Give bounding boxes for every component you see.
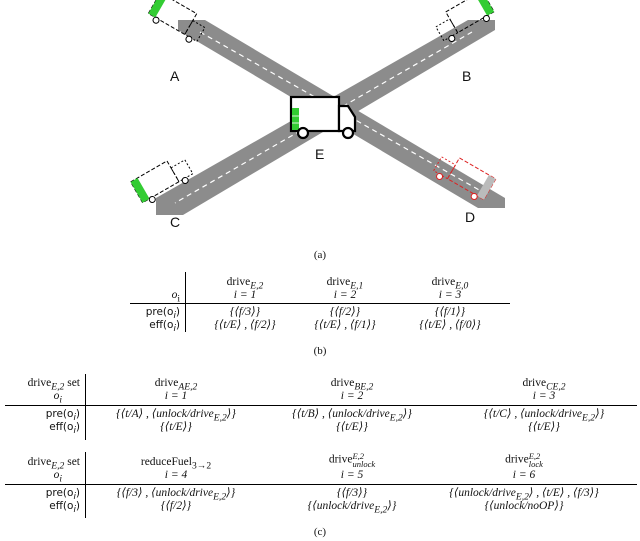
- table-c2-eff-4: {⟨f/2⟩}: [160, 500, 192, 512]
- table-c1-pre-1: {⟨t/A⟩ , ⟨unlock/driveE,2⟩}: [116, 408, 236, 424]
- truck-at-e: [289, 95, 357, 140]
- table-c2-eff-6: {⟨unlock/noOP⟩}: [484, 500, 564, 512]
- truck-ghost-a: [147, 0, 206, 43]
- table-c1-op-2: driveBE,2: [330, 377, 374, 393]
- table-c1-label-pre: pre(oi): [45, 408, 80, 424]
- table-c2-set-label: driveE,2 set: [27, 456, 80, 472]
- table-b-label-eff: eff(oi): [149, 319, 180, 335]
- table-b-op-2: driveE,1: [326, 276, 364, 292]
- table-c2-eff-5: {⟨unlock/driveE,2⟩}: [307, 500, 397, 516]
- table-c2-label-eff: eff(oi): [49, 500, 80, 516]
- table-b-index-3: i = 3: [438, 289, 462, 301]
- table-c1-op-3: driveCE,2: [522, 377, 566, 393]
- table-b-label-pre: pre(oi): [145, 306, 180, 322]
- truck-ghost-b: [435, 0, 495, 42]
- location-label-b: B: [462, 68, 472, 84]
- table-c2-pre-4: {⟨f/3⟩ , ⟨unlock/driveE,2⟩}: [116, 487, 236, 503]
- location-label-c: C: [170, 214, 181, 230]
- caption-a: (a): [313, 249, 327, 261]
- table-b-pre-2: {⟨f/2⟩}: [329, 306, 361, 318]
- table-b-op-1: driveE,2: [226, 276, 264, 292]
- table-b-eff-2: {⟨t/E⟩ , ⟨f/1⟩}: [314, 319, 376, 331]
- table-c2-op-4: reduceFuel3→2: [140, 456, 212, 472]
- table-c1-label-eff: eff(oi): [49, 421, 80, 437]
- table-c1-eff-2: {⟨t/E⟩}: [336, 421, 368, 433]
- location-label-e: E: [315, 146, 325, 162]
- table-c2-index-5: i = 5: [340, 469, 364, 481]
- table-b-header-oi: oi: [171, 289, 180, 305]
- table-c1-index-2: i = 2: [340, 390, 364, 402]
- table-c1-eff-1: {⟨t/E⟩}: [160, 421, 192, 433]
- table-c1-index-1: i = 1: [164, 390, 188, 402]
- table-c1-index-3: i = 3: [532, 390, 556, 402]
- table-c1-op-1: driveAE,2: [154, 377, 198, 393]
- truck-locked-d: [432, 156, 497, 201]
- table-c1-pre-3: {⟨t/C⟩ , ⟨unlock/driveE,2⟩}: [483, 408, 605, 424]
- table-b-pre-1: {⟨f/3⟩}: [229, 306, 261, 318]
- caption-c: (c): [313, 526, 327, 538]
- table-b-index-2: i = 2: [333, 289, 357, 301]
- caption-b: (b): [313, 345, 327, 357]
- table-c2-label-pre: pre(oi): [45, 487, 80, 503]
- table-c1-eff-3: {⟨t/E⟩}: [528, 421, 560, 433]
- table-c2-pre-6: {⟨unlock/driveE,2⟩ , ⟨t/E⟩ , ⟨f/3⟩}: [449, 487, 599, 503]
- table-c2-index-4: i = 4: [164, 469, 188, 481]
- location-label-d: D: [465, 209, 476, 225]
- table-c2-pre-5: {⟨f/3⟩}: [336, 487, 368, 499]
- location-label-a: A: [170, 68, 180, 84]
- table-c1-set-label: driveE,2 set: [27, 377, 80, 393]
- table-b-op-3: driveE,0: [431, 276, 469, 292]
- table-c1-header-oi: oi: [53, 390, 62, 406]
- table-b-eff-1: {⟨t/E⟩ , ⟨f/2⟩}: [214, 319, 276, 331]
- table-b-pre-3: {⟨f/1⟩}: [434, 306, 466, 318]
- table-c2-header-oi: oi: [53, 469, 62, 485]
- table-b-eff-3: {⟨t/E⟩ , ⟨f/0⟩}: [419, 319, 481, 331]
- table-c2-index-6: i = 6: [512, 469, 536, 481]
- table-b-index-1: i = 1: [233, 289, 257, 301]
- table-c1-pre-2: {⟨t/B⟩ , ⟨unlock/driveE,2⟩}: [292, 408, 412, 424]
